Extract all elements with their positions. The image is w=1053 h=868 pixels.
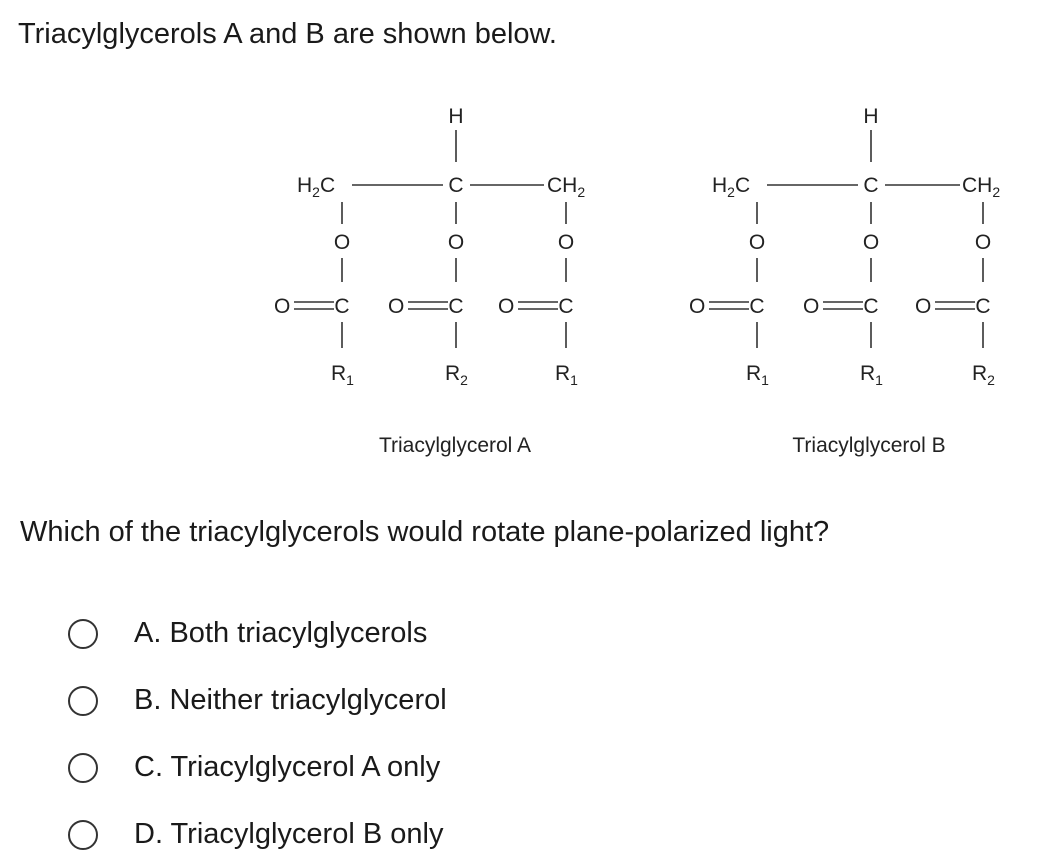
b-c3-atom: C — [975, 295, 990, 318]
a-c2-atom: C — [448, 295, 463, 318]
b-r1-atom: R1 — [746, 362, 769, 388]
a-c1-atom: C — [334, 295, 349, 318]
choice-b-label: B. Neither triacylglycerol — [134, 684, 447, 717]
choice-b-letter: B. — [134, 684, 162, 716]
intro-text: Triacylglycerols A and B are shown below… — [18, 18, 557, 50]
b-o1-atom: O — [749, 231, 765, 254]
a-o1-atom: O — [334, 231, 350, 254]
caption-b: Triacylglycerol B — [792, 434, 945, 457]
a-h2c-atom: H2C — [297, 174, 335, 200]
b-c2-atom: C — [863, 295, 878, 318]
b-o2-atom: O — [863, 231, 879, 254]
structures-svg: H H2C C CH2 O O C R1 O O C — [274, 105, 1000, 457]
a-r1-label: 1 — [346, 372, 354, 388]
radio-button-a[interactable] — [68, 618, 98, 649]
a-o3-atom: O — [558, 231, 574, 254]
b-r1-label: 1 — [761, 372, 769, 388]
b-o3-atom: O — [975, 231, 991, 254]
radio-button-c[interactable] — [68, 752, 98, 783]
a-center-c-atom: C — [448, 174, 463, 197]
choice-a[interactable]: A. Both triacylglycerols — [68, 600, 447, 667]
choice-b-text: Neither triacylglycerol — [169, 684, 447, 716]
structure-b: H H2C C CH2 O O C R1 O O C — [689, 105, 1000, 457]
choice-d-label: D. Triacylglycerol B only — [134, 818, 443, 851]
question-text: Which of the triacylglycerols would rota… — [20, 516, 830, 548]
b-h-atom: H — [863, 105, 878, 128]
choice-a-text: Both triacylglycerols — [169, 617, 428, 649]
radio-button-b[interactable] — [68, 685, 98, 716]
triacylglycerol-figure: H H2C C CH2 O O C R1 O O C — [0, 90, 1053, 480]
choice-b[interactable]: B. Neither triacylglycerol — [68, 667, 447, 734]
b-co1-atom: O — [689, 295, 705, 318]
choice-d-letter: D. — [134, 818, 163, 850]
a-co2-atom: O — [388, 295, 404, 318]
choice-d[interactable]: D. Triacylglycerol B only — [68, 801, 447, 868]
a-r2-label: 2 — [460, 372, 468, 388]
b-c1-atom: C — [749, 295, 764, 318]
radio-button-d[interactable] — [68, 819, 98, 850]
b-r3-label: 2 — [987, 372, 995, 388]
choice-c-text: Triacylglycerol A only — [170, 751, 441, 783]
a-r2-atom: R2 — [445, 362, 468, 388]
a-r3-atom: R1 — [555, 362, 578, 388]
a-co3-atom: O — [498, 295, 514, 318]
choice-c-label: C. Triacylglycerol A only — [134, 751, 440, 784]
a-co1-atom: O — [274, 295, 290, 318]
a-h-atom: H — [448, 105, 463, 128]
b-h2c-atom: H2C — [712, 174, 750, 200]
b-co3-atom: O — [915, 295, 931, 318]
choice-c[interactable]: C. Triacylglycerol A only — [68, 734, 447, 801]
a-o2-atom: O — [448, 231, 464, 254]
a-ch2-atom: CH2 — [547, 174, 585, 200]
answer-choices: A. Both triacylglycerols B. Neither tria… — [68, 600, 447, 868]
b-ch2-atom: CH2 — [962, 174, 1000, 200]
caption-a: Triacylglycerol A — [379, 434, 531, 457]
b-center-c-atom: C — [863, 174, 878, 197]
choice-d-text: Triacylglycerol B only — [170, 818, 444, 850]
choice-c-letter: C. — [134, 751, 163, 783]
choice-a-letter: A. — [134, 617, 162, 649]
structure-a: H H2C C CH2 O O C R1 O O C — [274, 105, 585, 457]
b-r2-atom: R1 — [860, 362, 883, 388]
b-r2-label: 1 — [875, 372, 883, 388]
b-co2-atom: O — [803, 295, 819, 318]
choice-a-label: A. Both triacylglycerols — [134, 617, 427, 650]
a-r1-atom: R1 — [331, 362, 354, 388]
a-c3-atom: C — [558, 295, 573, 318]
b-r3-atom: R2 — [972, 362, 995, 388]
a-r3-label: 1 — [570, 372, 578, 388]
